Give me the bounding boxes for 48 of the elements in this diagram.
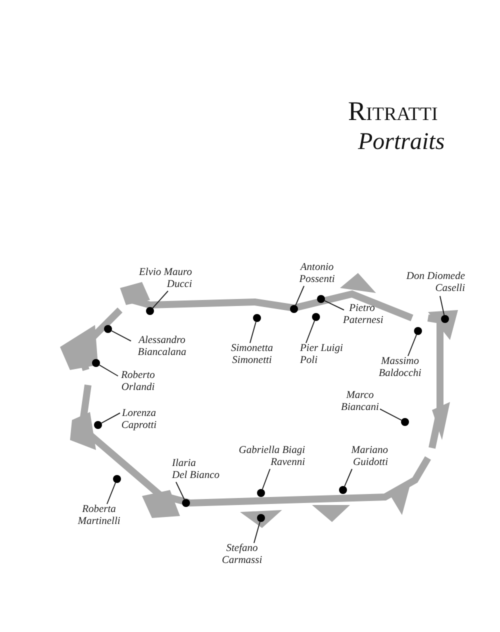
subtitle: Portraits <box>358 128 445 156</box>
leader-line <box>101 412 120 424</box>
location-dot <box>312 313 320 321</box>
location-dot <box>317 295 325 303</box>
person-name: Simonetta Simonetti <box>220 343 284 367</box>
person-name: Don Diomede Caselli <box>403 271 465 295</box>
leader-line <box>295 286 304 306</box>
person-name: Lorenza Caprotti <box>117 408 161 432</box>
leader-line <box>98 364 118 376</box>
location-dot <box>401 418 409 426</box>
leader-line <box>440 296 445 316</box>
person-name: Marco Biancani <box>338 390 382 414</box>
title: Ritratti <box>348 96 438 126</box>
location-dot <box>290 305 298 313</box>
person-name: Elvio Mauro Ducci <box>135 267 192 291</box>
person-name: Ilaria Del Bianco <box>172 458 220 482</box>
person-name: Roberto Orlandi <box>117 370 159 394</box>
person-name: Mariano Guidotti <box>346 445 388 469</box>
location-dot <box>92 359 100 367</box>
leader-line <box>176 482 185 500</box>
leader-line <box>111 330 132 342</box>
location-dot <box>104 325 112 333</box>
person-name: Pier Luigi Poli <box>300 343 346 367</box>
leader-line <box>380 408 402 421</box>
person-name: Antonio Possenti <box>292 262 342 286</box>
leader-line <box>306 320 316 344</box>
person-name: Gabriella Biagi Ravenni <box>238 445 305 469</box>
leader-line <box>344 468 352 487</box>
person-name: Stefano Carmassi <box>220 543 264 567</box>
leader-line <box>250 321 256 344</box>
person-name: Roberta Martinelli <box>74 504 124 528</box>
leader-line <box>254 521 260 544</box>
location-dot <box>182 499 190 507</box>
location-dot <box>253 314 261 322</box>
location-dot <box>414 327 422 335</box>
location-dot <box>113 475 121 483</box>
location-dot <box>146 307 154 315</box>
location-dot <box>339 486 347 494</box>
leader-line <box>262 468 270 490</box>
person-name: Alessandro Biancalana <box>128 335 196 359</box>
location-dot <box>257 489 265 497</box>
leader-line <box>324 300 344 310</box>
leader-line <box>408 334 418 356</box>
location-dot <box>94 421 102 429</box>
person-name: Pietro Paternesi <box>343 303 381 327</box>
person-name: Massimo Baldocchi <box>376 356 424 380</box>
leader-line <box>152 290 168 309</box>
leader-line <box>106 482 116 504</box>
